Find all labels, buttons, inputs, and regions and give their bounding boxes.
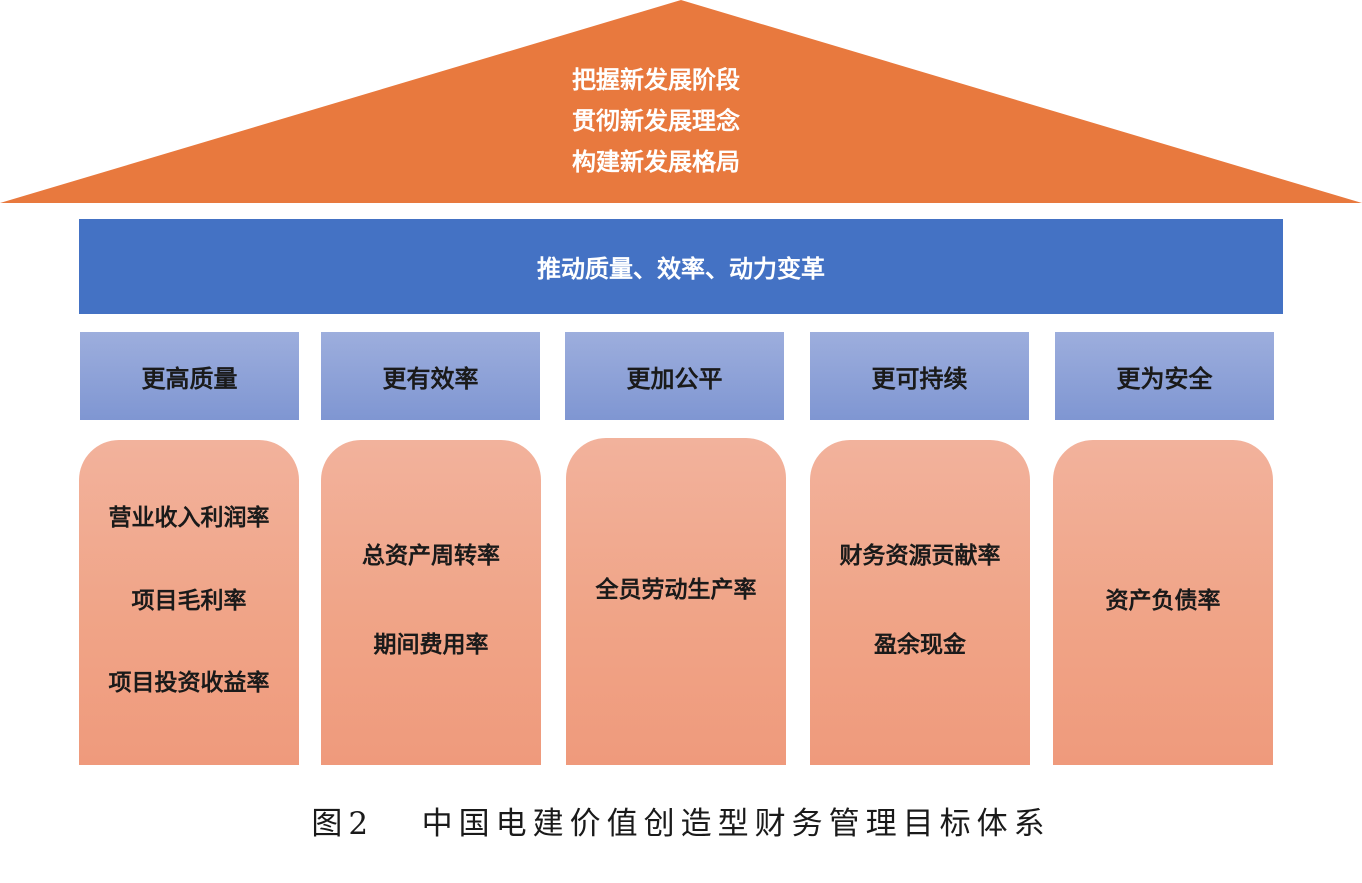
pillar-efficiency-metrics: 总资产周转率 期间费用率 <box>321 440 541 765</box>
figure-caption: 图2 中国电建价值创造型财务管理目标体系 <box>0 798 1362 843</box>
goal-box-sustainability: 更可持续 <box>810 332 1029 420</box>
roof-line-3: 构建新发展格局 <box>572 148 740 176</box>
beam-label: 推动质量、效率、动力变革 <box>537 255 825 283</box>
pillar-quality-metrics: 营业收入利润率 项目毛利率 项目投资收益率 <box>79 440 299 765</box>
metric-item: 项目投资收益率 <box>108 669 270 696</box>
metric-item: 全员劳动生产率 <box>595 576 757 603</box>
roof-line-1: 把握新发展阶段 <box>572 66 740 94</box>
goal-box-fairness: 更加公平 <box>565 332 784 420</box>
goal-label: 更为安全 <box>1116 364 1213 393</box>
metric-item: 盈余现金 <box>874 632 966 659</box>
metric-item: 财务资源贡献率 <box>839 542 1001 569</box>
roof-line-2: 贯彻新发展理念 <box>572 107 740 135</box>
metric-item: 项目毛利率 <box>131 587 247 614</box>
goal-box-security: 更为安全 <box>1055 332 1274 420</box>
goal-label: 更可持续 <box>871 364 968 393</box>
roof-triangle <box>0 0 1362 203</box>
figure-number: 图2 <box>311 806 375 842</box>
goal-label: 更加公平 <box>626 364 723 393</box>
metric-item: 总资产周转率 <box>362 542 500 569</box>
metric-item: 营业收入利润率 <box>108 505 270 532</box>
figure-title: 中国电建价值创造型财务管理目标体系 <box>421 806 1051 842</box>
pillar-sustainability-metrics: 财务资源贡献率 盈余现金 <box>810 440 1030 765</box>
roof-text: 把握新发展阶段 贯彻新发展理念 构建新发展格局 <box>456 60 856 183</box>
goal-label: 更有效率 <box>382 364 479 393</box>
metric-item: 期间费用率 <box>373 632 489 659</box>
pillar-fairness-metrics: 全员劳动生产率 <box>566 438 786 765</box>
metric-item: 资产负债率 <box>1105 587 1221 614</box>
goal-box-efficiency: 更有效率 <box>321 332 540 420</box>
goal-box-quality: 更高质量 <box>80 332 299 420</box>
pillar-security-metrics: 资产负债率 <box>1053 440 1273 765</box>
goal-label: 更高质量 <box>141 364 238 393</box>
reform-beam: 推动质量、效率、动力变革 <box>79 219 1283 314</box>
